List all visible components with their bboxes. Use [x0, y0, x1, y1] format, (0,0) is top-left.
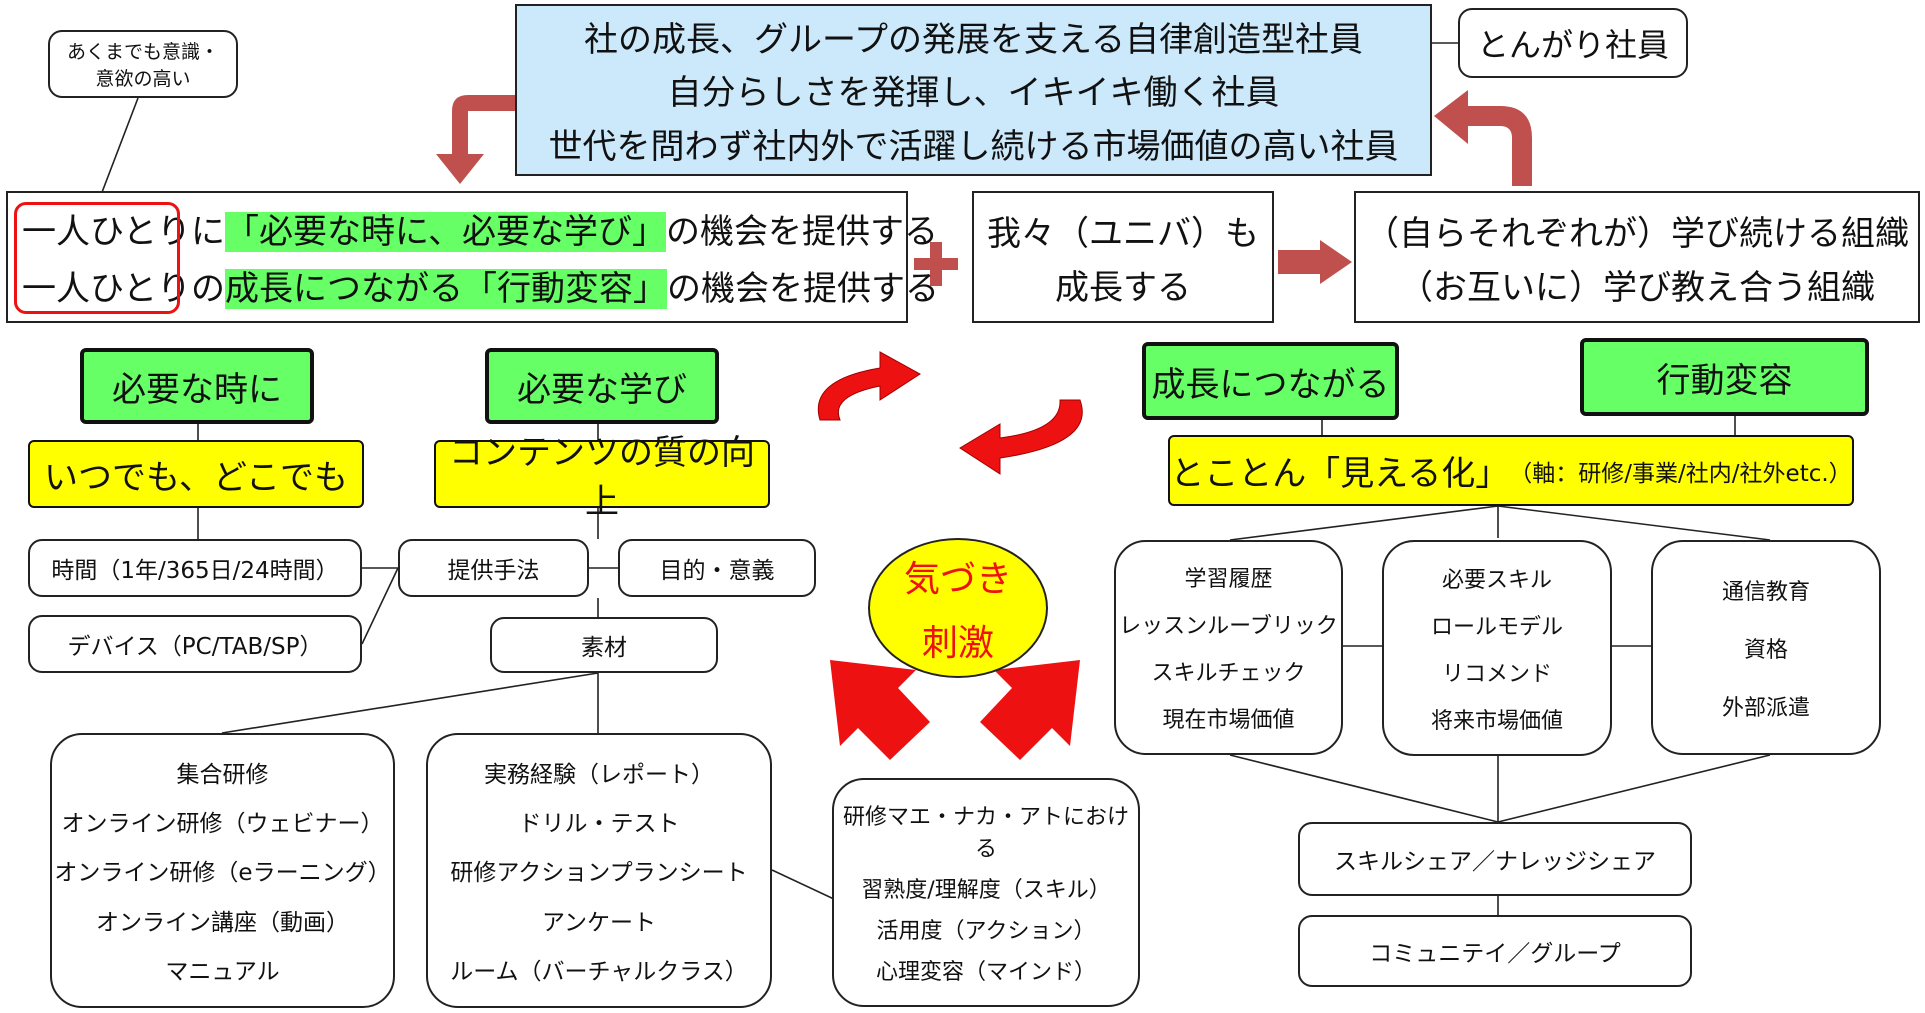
org-line-1: （自らそれぞれが）学び続ける組織: [1365, 213, 1909, 254]
education-item-1: 通信教育: [1721, 579, 1810, 605]
note-line-2: 意欲の高い: [95, 68, 191, 90]
skills-item-3: リコメンド: [1441, 661, 1552, 687]
curved-arrow-right: [1434, 90, 1532, 186]
skills-item-2: ロールモデル: [1430, 614, 1563, 640]
practice-item-2: ドリル・テスト: [518, 811, 680, 838]
when-label: 必要な時に: [80, 348, 314, 424]
method-text: 提供手法: [447, 558, 540, 584]
history-item-2: レッスンルーブリック: [1119, 614, 1338, 640]
mission-box: 一人ひとりに「必要な時に、必要な学び」の機会を提供する 一人ひとりの成長につなが…: [6, 191, 939, 323]
tongari-box: とんがり社員: [1458, 8, 1688, 78]
note-bubble: あくまでも意識・ 意欲の高い: [48, 30, 238, 98]
vision-line-1: 社の成長、グループの発展を支える自律創造型社員: [584, 20, 1363, 61]
purpose-box: 目的・意義: [618, 539, 816, 597]
cycle-arrows: [817, 351, 1083, 475]
practice-item-5: ルーム（バーチャルクラス）: [450, 959, 748, 986]
skills-item-1: 必要スキル: [1441, 567, 1552, 593]
material-text: 素材: [581, 635, 627, 661]
history-item-3: スキルチェック: [1151, 660, 1306, 686]
training-item-4: オンライン講座（動画）: [96, 909, 349, 936]
growth-label: 成長につながる: [1142, 342, 1399, 420]
material-box: 素材: [490, 617, 718, 673]
mission-line-2-particle: の: [190, 269, 225, 309]
share-box: スキルシェア／ナレッジシェア: [1298, 822, 1692, 896]
mission-line-1-subject: 一人ひとり: [22, 212, 191, 252]
mission-line-1-rest: の機会を提供する: [665, 212, 938, 252]
training-item-3: オンライン研修（eラーニング）: [54, 860, 391, 887]
learning-org-box: （自らそれぞれが）学び続ける組織 （お互いに）学び教え合う組織: [1354, 191, 1920, 323]
kizuki-ellipse: 気づき 刺激: [868, 538, 1048, 678]
measure-line-1: 研修マエ・ナカ・アトにおける: [842, 804, 1129, 862]
method-box: 提供手法: [398, 539, 589, 597]
kizuki-line-2: 刺激: [921, 623, 994, 664]
history-item-1: 学習履歴: [1184, 567, 1273, 593]
behavior-text: 行動変容: [1656, 360, 1793, 401]
measure-line-4: 心理変容（マインド）: [875, 960, 1096, 986]
visualize-label: とことん「見える化」 （軸：研修/事業/社内/社外etc.）: [1168, 435, 1854, 506]
measure-line-3: 活用度（アクション）: [876, 919, 1096, 945]
diagonal-arrow-left: [830, 660, 930, 760]
anytime-label: いつでも、どこでも: [28, 440, 364, 508]
subject-highlight-frame: [14, 202, 180, 314]
visualize-sub: （軸：研修/事業/社内/社外etc.）: [1509, 460, 1852, 487]
behavior-label: 行動変容: [1580, 338, 1869, 416]
anytime-text: いつでも、どこでも: [44, 457, 348, 498]
mission-line-2-subject: 一人ひとり: [22, 269, 191, 309]
kizuki-line-1: 気づき: [903, 559, 1012, 600]
practice-item-1: 実務経験（レポート）: [484, 761, 714, 788]
time-text: 時間（1年/365日/24時間）: [51, 558, 339, 584]
block-arrow-right: [1278, 240, 1352, 284]
skills-item-4: 将来市場価値: [1430, 708, 1563, 734]
we-grow-box: 我々（ユニバ）も 成長する: [972, 191, 1274, 323]
purpose-text: 目的・意義: [659, 558, 775, 584]
measure-box: 研修マエ・ナカ・アトにおける 習熟度/理解度（スキル） 活用度（アクション） 心…: [832, 778, 1140, 1007]
we-line-1: 我々（ユニバ）も: [987, 213, 1259, 254]
skills-box: 必要スキル ロールモデル リコメンド 将来市場価値: [1382, 540, 1612, 756]
vision-line-3: 世代を問わず社内外で活躍し続ける市場価値の高い社員: [548, 126, 1399, 167]
mission-line-2-highlight: 成長につながる「行動変容」: [224, 269, 667, 309]
tongari-label: とんがり社員: [1476, 26, 1669, 64]
device-text: デバイス（PC/TAB/SP）: [67, 634, 323, 660]
education-item-3: 外部派遣: [1721, 695, 1810, 721]
share-text: スキルシェア／ナレッジシェア: [1334, 849, 1656, 875]
time-box: 時間（1年/365日/24時間）: [28, 539, 362, 597]
device-box: デバイス（PC/TAB/SP）: [28, 615, 362, 673]
quality-text: コンテンツの質の向上: [449, 433, 755, 522]
community-box: コミュニテイ／グループ: [1298, 915, 1692, 987]
practice-item-4: アンケート: [541, 909, 657, 936]
when-text: 必要な時に: [112, 369, 282, 410]
practice-box: 実務経験（レポート） ドリル・テスト 研修アクションプランシート アンケート ル…: [426, 733, 772, 1008]
training-item-2: オンライン研修（ウェビナー）: [61, 811, 384, 838]
growth-text: 成長につながる: [1151, 364, 1390, 405]
training-box: 集合研修 オンライン研修（ウェビナー） オンライン研修（eラーニング） オンライ…: [50, 733, 395, 1008]
we-line-2: 成長する: [1055, 267, 1191, 308]
vision-line-2: 自分らしさを発揮し、イキイキ働く社員: [667, 73, 1280, 114]
practice-item-3: 研修アクションプランシート: [450, 860, 748, 887]
mission-line-1-highlight: 「必要な時に、必要な学び」: [224, 212, 666, 252]
note-line-1: あくまでも意識・: [66, 41, 219, 63]
what-text: 必要な学び: [517, 369, 687, 410]
quality-label: コンテンツの質の向上: [434, 433, 770, 522]
visualize-main: とことん「見える化」: [1170, 454, 1510, 494]
training-item-5: マニュアル: [165, 959, 280, 986]
mission-line-2-rest: の機会を提供する: [666, 269, 939, 309]
history-box: 学習履歴 レッスンルーブリック スキルチェック 現在市場価値: [1114, 540, 1343, 755]
what-label: 必要な学び: [485, 348, 719, 424]
curved-arrow-left: [436, 95, 516, 184]
mission-line-1-particle: に: [190, 212, 225, 252]
training-item-1: 集合研修: [176, 761, 269, 788]
org-line-2: （お互いに）学び教え合う組織: [1399, 267, 1875, 308]
education-item-2: 資格: [1743, 637, 1788, 663]
mission-line-1: 一人ひとりに「必要な時に、必要な学び」の機会を提供する: [22, 204, 938, 253]
measure-line-2: 習熟度/理解度（スキル）: [861, 877, 1111, 903]
vision-box: 社の成長、グループの発展を支える自律創造型社員 自分らしさを発揮し、イキイキ働く…: [515, 4, 1432, 176]
community-text: コミュニテイ／グループ: [1369, 941, 1621, 967]
diagonal-arrow-right: [980, 660, 1080, 760]
mission-line-2: 一人ひとりの成長につながる「行動変容」の機会を提供する: [22, 261, 939, 310]
history-item-4: 現在市場価値: [1162, 707, 1295, 733]
education-box: 通信教育 資格 外部派遣: [1651, 540, 1881, 755]
